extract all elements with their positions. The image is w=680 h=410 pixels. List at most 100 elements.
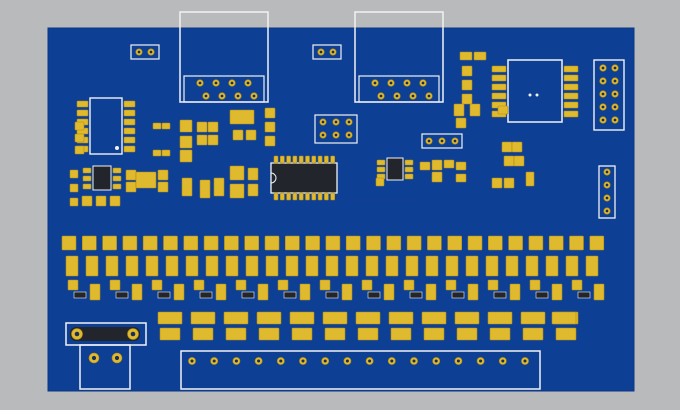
drill-hole xyxy=(379,94,383,98)
smd-component-pad xyxy=(69,169,79,179)
transistor-sot xyxy=(451,291,465,299)
smd-pad xyxy=(298,155,304,164)
ic-marker-dot xyxy=(528,93,532,97)
header-3x2-outline xyxy=(314,114,358,144)
smd-pad xyxy=(563,74,579,82)
power-pad-top xyxy=(487,311,513,325)
ic-small-left xyxy=(92,165,112,191)
drill-hole xyxy=(198,81,202,85)
passive-pad-row2 xyxy=(545,255,559,277)
transistor-sot xyxy=(115,291,129,299)
transistor-sot xyxy=(535,291,549,299)
passive-pad-row1 xyxy=(142,235,158,251)
power-pad-bottom xyxy=(291,327,313,341)
passive-pad-row1 xyxy=(264,235,280,251)
drill-hole xyxy=(601,79,605,83)
passive-pad-row2 xyxy=(305,255,319,277)
smd-component-pad xyxy=(455,173,467,183)
passive-pad-row1 xyxy=(467,235,483,251)
drill-hole xyxy=(368,359,372,363)
passive-pad-row1 xyxy=(508,235,523,251)
power-pad-bottom xyxy=(324,327,346,341)
smd-component-pad xyxy=(453,103,465,117)
ic-soic-left-outline xyxy=(89,97,123,155)
smd-pad xyxy=(298,192,304,201)
drill-hole xyxy=(319,50,323,54)
smd-pad xyxy=(317,155,323,164)
drill-hole xyxy=(373,81,377,85)
smd-component-pad xyxy=(264,107,276,119)
smd-small-pad xyxy=(215,283,227,301)
smd-pad xyxy=(273,155,279,164)
smd-component-pad xyxy=(511,141,523,153)
smd-component-pad xyxy=(207,121,219,133)
smd-pad xyxy=(563,110,579,118)
drill-hole xyxy=(523,359,527,363)
passive-pad-row2 xyxy=(385,255,399,277)
drill-hole xyxy=(434,359,438,363)
drill-hole xyxy=(301,359,305,363)
drill-hole xyxy=(613,66,617,70)
smd-component-pad xyxy=(179,135,193,149)
passive-pad-row2 xyxy=(225,255,239,277)
drill-hole xyxy=(440,139,444,143)
passive-pad-row2 xyxy=(285,255,299,277)
smd-component-pad xyxy=(461,79,473,91)
smd-pad xyxy=(491,83,507,91)
smd-pad xyxy=(491,92,507,100)
smd-component-pad xyxy=(196,134,208,146)
smd-component-pad xyxy=(152,149,162,157)
smd-component-pad xyxy=(473,51,487,61)
smd-small-pad xyxy=(341,283,353,301)
drill-hole xyxy=(212,359,216,363)
smd-component-pad xyxy=(431,159,443,171)
smd-small-pad xyxy=(109,279,121,291)
smd-pad xyxy=(305,192,310,201)
drill-hole xyxy=(601,105,605,109)
smd-pad xyxy=(404,159,414,166)
passive-pad-row1 xyxy=(122,235,138,251)
smd-component-pad xyxy=(503,155,515,167)
smd-pad xyxy=(311,192,317,201)
passive-pad-row2 xyxy=(145,255,159,277)
smd-pad xyxy=(82,167,92,174)
drill-hole xyxy=(605,170,609,174)
passive-pad-row1 xyxy=(284,235,300,251)
passive-pad-row2 xyxy=(485,255,499,277)
smd-small-pad xyxy=(319,279,331,291)
smd-pad xyxy=(292,155,298,164)
smd-component-pad xyxy=(459,51,473,61)
smd-small-pad xyxy=(257,283,269,301)
passive-pad-row2 xyxy=(465,255,479,277)
smd-small-pad xyxy=(299,283,311,301)
smd-component-pad xyxy=(157,181,169,193)
passive-pad-row1 xyxy=(528,235,544,251)
power-pad-top xyxy=(190,311,216,325)
drill-hole xyxy=(389,81,393,85)
smd-small-pad xyxy=(67,279,79,291)
drill-hole xyxy=(137,50,141,54)
smd-pad xyxy=(311,155,317,164)
smd-pad xyxy=(123,109,136,117)
passive-pad-row2 xyxy=(565,255,579,277)
smd-pad xyxy=(324,155,329,164)
smd-small-pad xyxy=(235,279,247,291)
smd-component-pad xyxy=(229,109,255,125)
ic-dip-body xyxy=(270,162,338,194)
drill-hole xyxy=(427,94,431,98)
usb-connector-left-header-outline xyxy=(183,75,265,103)
smd-component-pad xyxy=(375,177,385,187)
smd-component-pad xyxy=(229,165,245,181)
smd-pad xyxy=(279,192,285,201)
smd-component-pad xyxy=(74,145,85,155)
header-bottom-outline xyxy=(180,350,541,390)
smd-component-pad xyxy=(419,161,431,171)
smd-component-pad xyxy=(135,171,157,189)
smd-pad xyxy=(491,65,507,73)
smd-component-pad xyxy=(179,149,193,163)
power-pad-bottom xyxy=(390,327,412,341)
smd-pad xyxy=(123,100,136,108)
passive-pad-row2 xyxy=(165,255,179,277)
smd-component-pad xyxy=(74,133,85,143)
